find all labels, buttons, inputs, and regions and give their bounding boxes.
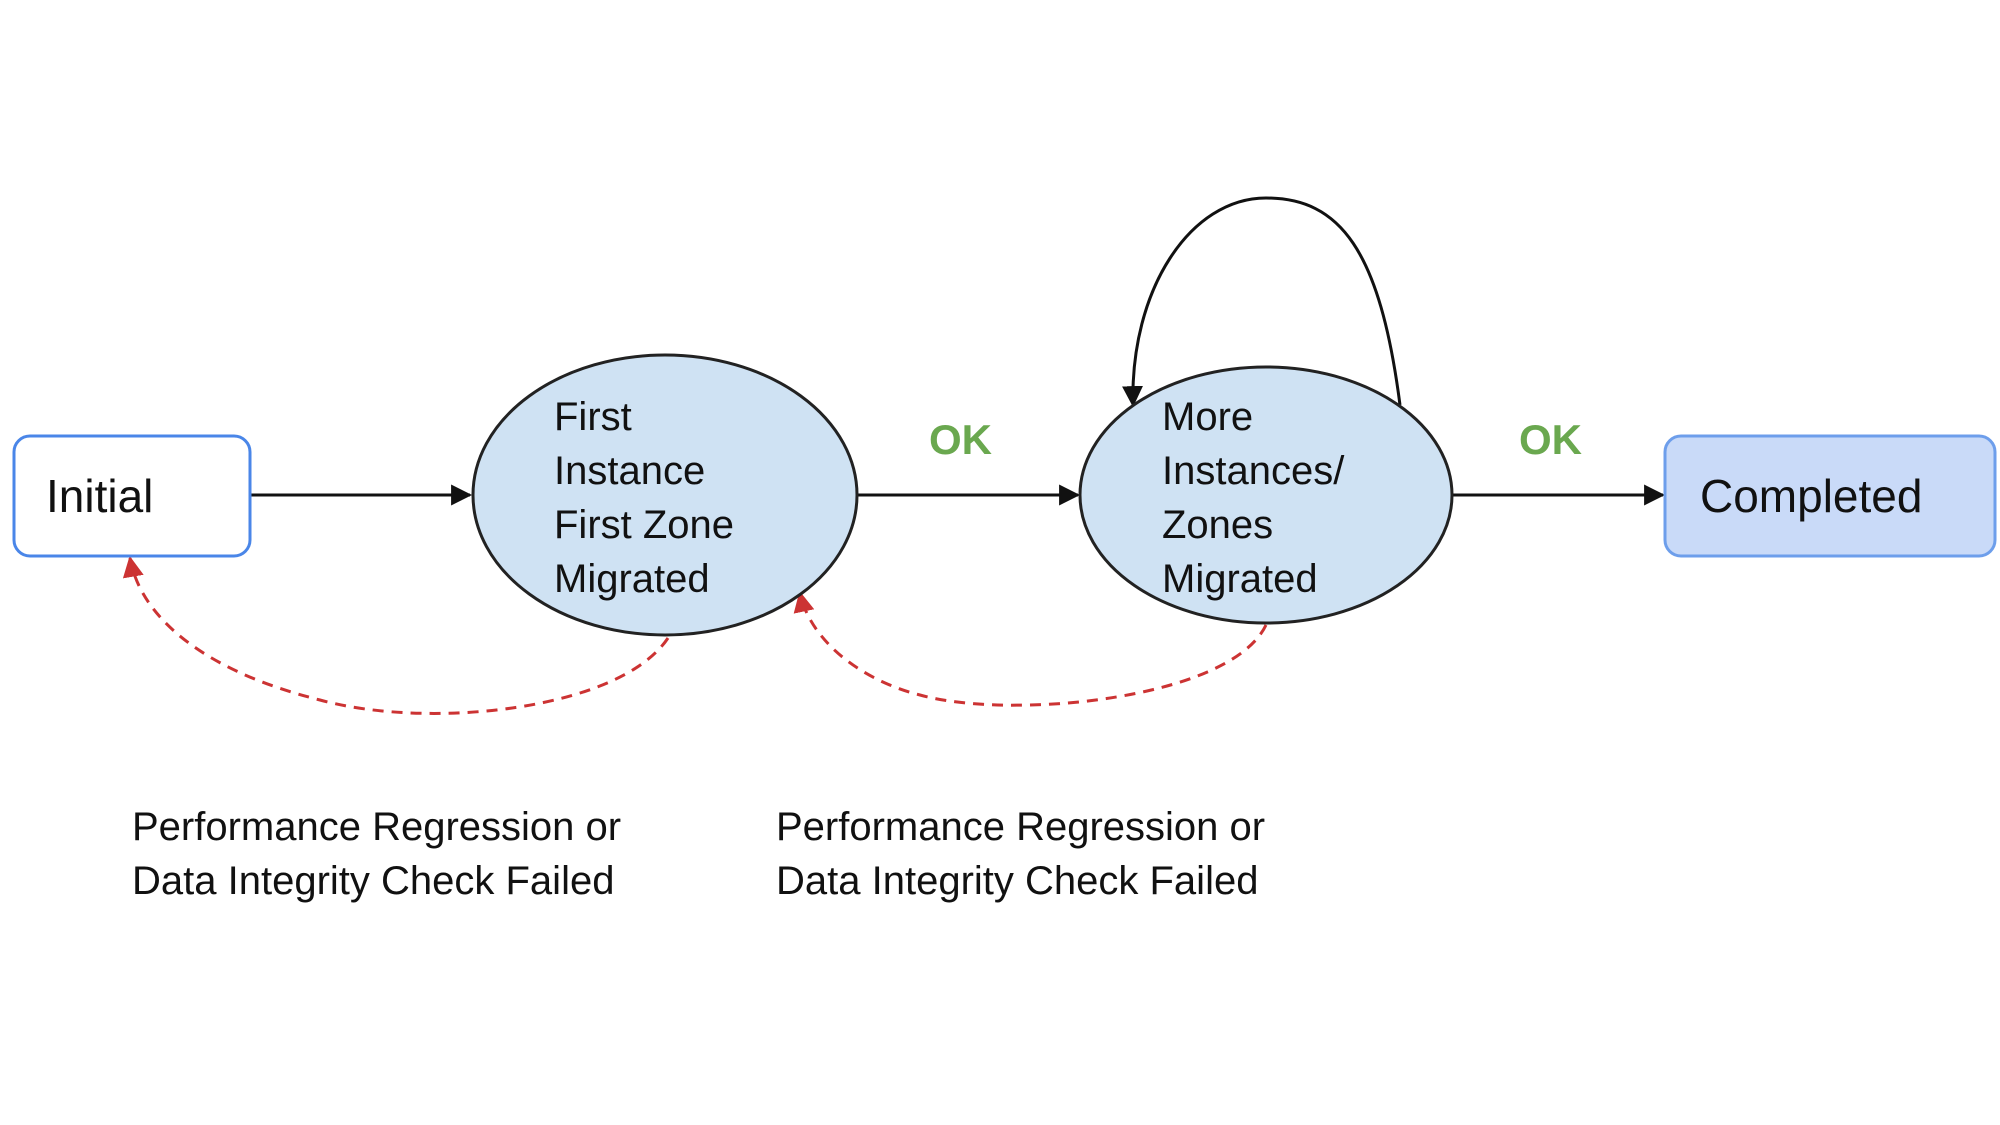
state-first-migrated-line-3: First Zone <box>554 503 734 547</box>
state-more-migrated-ellipse <box>1078 365 1454 625</box>
state-first-migrated-line-2: Instance <box>554 449 705 493</box>
state-first-migrated-line-1: First <box>554 395 632 439</box>
failure-label-left: Performance Regression or Data Integrity… <box>132 805 621 903</box>
transition-ok-label-2: OK <box>1519 416 1582 463</box>
state-more-migrated-line-4: Migrated <box>1162 557 1318 601</box>
state-completed-box <box>1663 434 1997 558</box>
self-loop-arrow <box>1122 196 1402 408</box>
failure-label-right-line-1: Performance Regression or <box>776 805 1265 849</box>
state-first-migrated: First Instance First Zone Migrated <box>471 353 859 637</box>
state-initial-label: Initial <box>46 470 153 522</box>
state-first-migrated-ellipse <box>471 353 859 637</box>
failure-label-right: Performance Regression or Data Integrity… <box>776 805 1265 903</box>
state-completed: Completed <box>1663 434 1997 558</box>
state-more-migrated-line-3: Zones <box>1162 503 1273 547</box>
state-more-migrated: More Instances/ Zones Migrated <box>1078 365 1454 625</box>
state-first-migrated-line-4: Migrated <box>554 557 710 601</box>
failure-label-right-line-2: Data Integrity Check Failed <box>776 859 1258 903</box>
failure-label-left-line-1: Performance Regression or <box>132 805 621 849</box>
state-initial-box <box>12 434 252 558</box>
state-more-migrated-line-2: Instances/ <box>1162 449 1345 493</box>
failure-label-left-line-2: Data Integrity Check Failed <box>132 859 614 903</box>
state-completed-label: Completed <box>1700 470 1922 522</box>
failure-arrow-first-to-initial <box>122 555 670 715</box>
state-initial: Initial <box>12 434 252 558</box>
state-more-migrated-line-1: More <box>1162 395 1253 439</box>
failure-arrow-more-to-first <box>793 590 1268 707</box>
transition-ok-label-1: OK <box>929 416 992 463</box>
